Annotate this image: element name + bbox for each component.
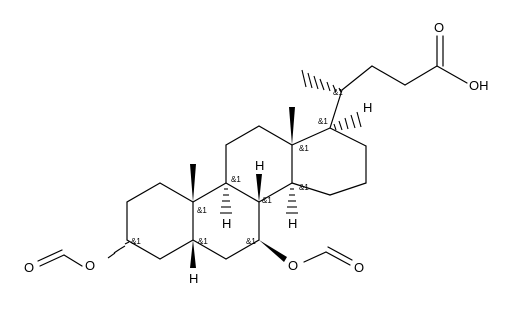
ester-carbonyl-o-left-label: O [24, 260, 34, 275]
stereo-label: &1 [131, 237, 141, 246]
stereo-label: &1 [246, 237, 256, 246]
stereo-label: &1 [198, 237, 208, 246]
h-c17-hash [333, 111, 362, 131]
ester-carbonyl-o-right-label: O [354, 260, 364, 275]
ring-c [225, 125, 293, 203]
h-c9-label: H [222, 216, 231, 231]
methyl-c18-wedge [289, 107, 295, 145]
h-c5-wedge [190, 240, 196, 268]
h-c14-label: H [288, 216, 297, 231]
stereo-label: &1 [318, 117, 328, 126]
h-c5-label: H [189, 271, 198, 286]
stereo-label: &1 [262, 196, 272, 205]
h-c9-hash [220, 188, 232, 214]
h-c14-hash [286, 188, 298, 214]
ring-a [126, 182, 194, 260]
ring-d [291, 127, 367, 196]
formate-ester-c3 [37, 241, 130, 267]
stereo-label: &1 [231, 175, 241, 184]
methyl-c21-hash [301, 69, 342, 93]
methyl-c19-wedge [190, 164, 196, 202]
stereo-label: &1 [299, 144, 309, 153]
ester-o-right-label: O [288, 258, 298, 273]
side-chain [329, 35, 468, 129]
stereo-label: &1 [299, 183, 309, 192]
h-c8-label: H [255, 158, 264, 173]
h-c17-label: H [363, 100, 372, 115]
formate-ester-c7 [259, 240, 353, 266]
stereo-label: &1 [197, 206, 207, 215]
h-c8-wedge [256, 174, 262, 202]
ester-o-left-label: O [85, 258, 95, 273]
hydroxyl-label: OH [469, 78, 489, 93]
stereo-label: &1 [333, 88, 343, 97]
ring-b [192, 182, 260, 260]
acid-carbonyl-o-label: O [434, 20, 444, 35]
